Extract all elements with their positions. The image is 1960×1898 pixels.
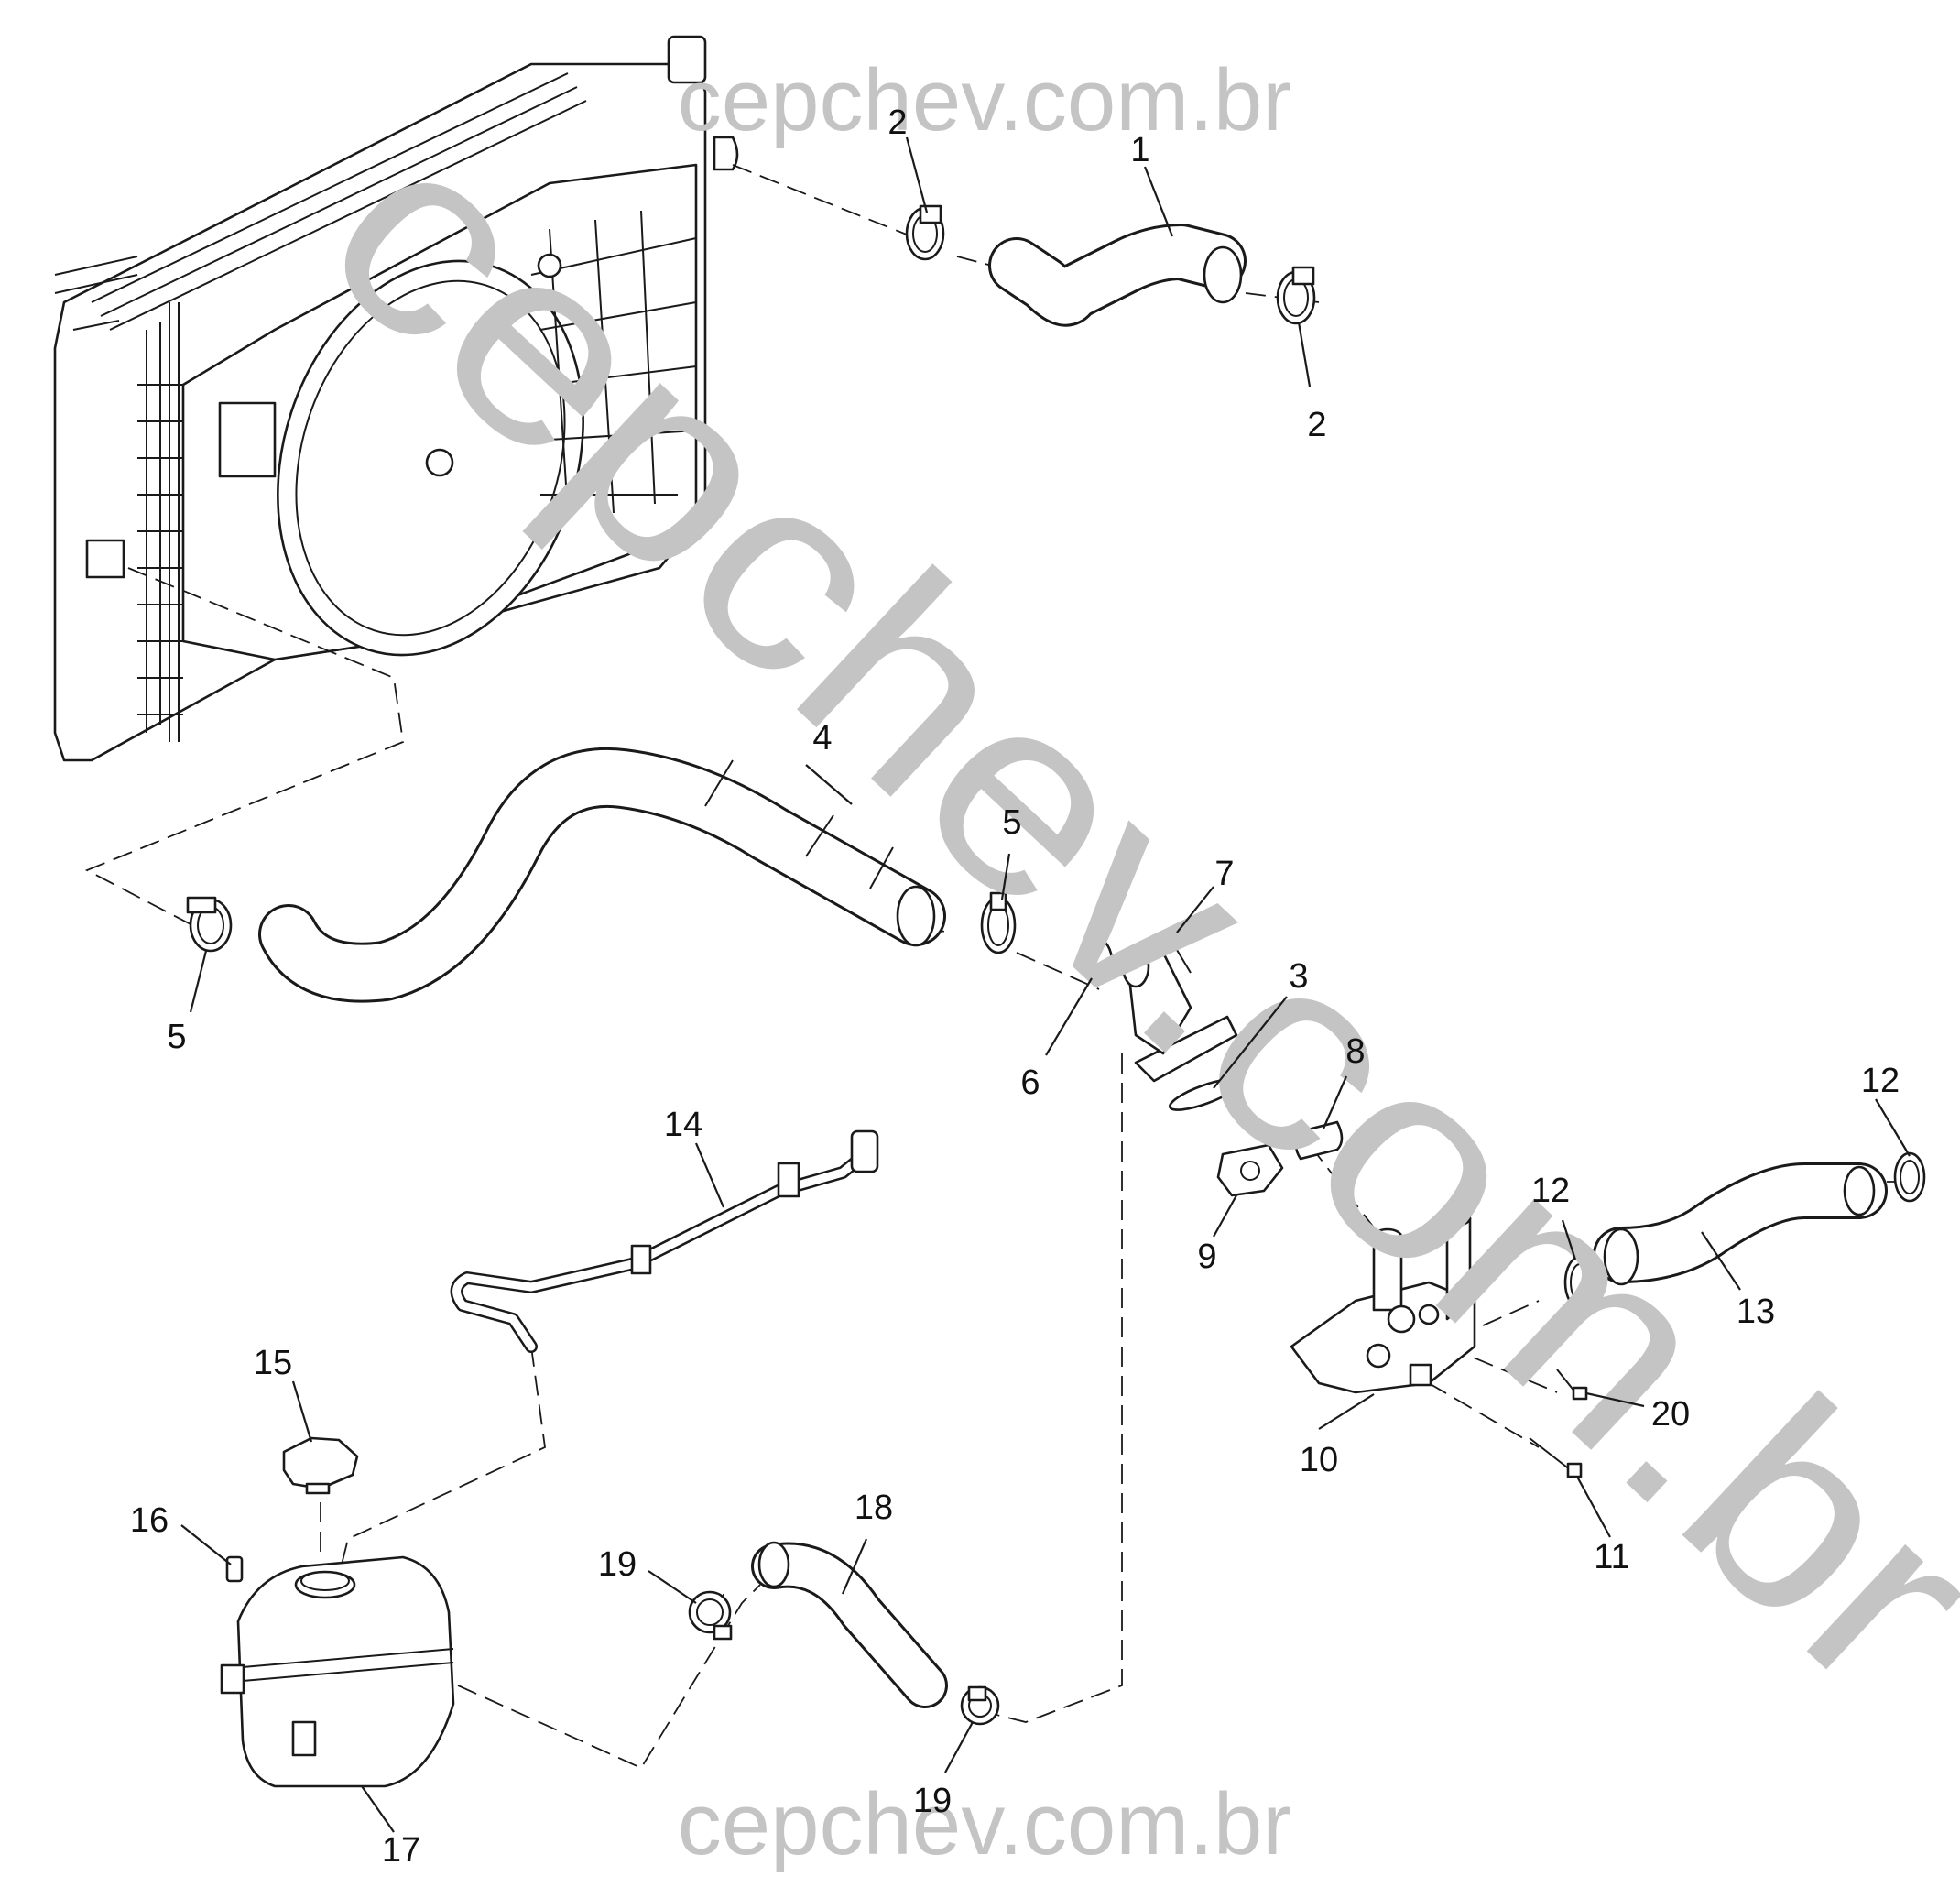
callout-15: 15 — [254, 1344, 292, 1382]
callout-1: 1 — [1130, 131, 1149, 169]
callout-20: 20 — [1651, 1395, 1690, 1434]
surge-tank-vent-pipe — [450, 1129, 879, 1353]
callout-11: 11 — [1594, 1538, 1629, 1576]
callout-4: 4 — [812, 719, 832, 758]
callout-5-upper: 5 — [1002, 803, 1021, 842]
callout-16: 16 — [130, 1501, 169, 1540]
bolt-11 — [1529, 1437, 1583, 1478]
bolt-7 — [1158, 925, 1192, 974]
seal-ring-12-right — [1893, 1151, 1926, 1203]
watermark-diagonal: cepchev.com.br — [270, 74, 1960, 1750]
surge-tank-17 — [220, 1555, 455, 1788]
watermark-top: cepchev.com.br — [678, 51, 1292, 149]
callout-14: 14 — [664, 1106, 702, 1144]
callout-19-lower: 19 — [913, 1782, 952, 1820]
callout-labels: 2 1 2 4 5 5 7 3 6 8 12 12 14 9 13 15 20 … — [130, 104, 1900, 1870]
thermostat-housing-10 — [1290, 1210, 1476, 1394]
clip-16 — [225, 1555, 244, 1583]
callout-10: 10 — [1300, 1441, 1338, 1479]
seal-8 — [1294, 1120, 1344, 1161]
radiator-fan-assembly — [53, 35, 739, 762]
hose-clamp-2-upper — [905, 204, 945, 261]
surge-tank-inlet-hose — [751, 1541, 948, 1708]
heater-outlet-hose — [1593, 1162, 1888, 1286]
callout-6: 6 — [1020, 1064, 1040, 1102]
radiator-lower-outlet — [85, 539, 125, 579]
surge-tank-cap-15 — [282, 1436, 359, 1495]
callout-19-upper: 19 — [598, 1545, 637, 1584]
hose-clamp-19-upper — [688, 1590, 733, 1641]
callout-13: 13 — [1737, 1293, 1775, 1331]
watermark-bottom: cepchev.com.br — [678, 1775, 1292, 1873]
hose-clamp-2-lower — [1276, 266, 1316, 325]
callout-9: 9 — [1197, 1238, 1216, 1276]
thermostat-9 — [1216, 1143, 1284, 1197]
upper-radiator-hose — [988, 224, 1247, 327]
callout-5-lower: 5 — [167, 1018, 186, 1056]
callout-12-left: 12 — [1531, 1172, 1570, 1210]
callout-3: 3 — [1289, 957, 1308, 996]
hose-clamp-5-left — [186, 896, 233, 953]
radiator-cap-fitting — [667, 35, 707, 84]
water-outlet-housing — [1121, 942, 1238, 1083]
hose-clamp-5-right — [980, 891, 1017, 954]
callout-8: 8 — [1345, 1032, 1365, 1071]
fan-motor-connector — [218, 401, 277, 478]
callout-2-lower: 2 — [1307, 406, 1326, 444]
callout-2-upper: 2 — [887, 104, 907, 142]
hose-clamp-19-lower — [960, 1685, 1000, 1726]
seal-ring-12-left — [1563, 1255, 1596, 1310]
callout-18: 18 — [855, 1489, 893, 1527]
outlet-seal-6 — [1084, 938, 1114, 986]
callout-17: 17 — [382, 1831, 420, 1870]
callout-leaders — [180, 136, 1911, 1833]
lower-radiator-hose — [258, 747, 946, 1003]
callout-12-right: 12 — [1861, 1062, 1900, 1100]
callout-7: 7 — [1214, 855, 1234, 893]
radiator-upper-outlet — [713, 136, 739, 171]
gasket-3 — [1168, 1078, 1241, 1111]
